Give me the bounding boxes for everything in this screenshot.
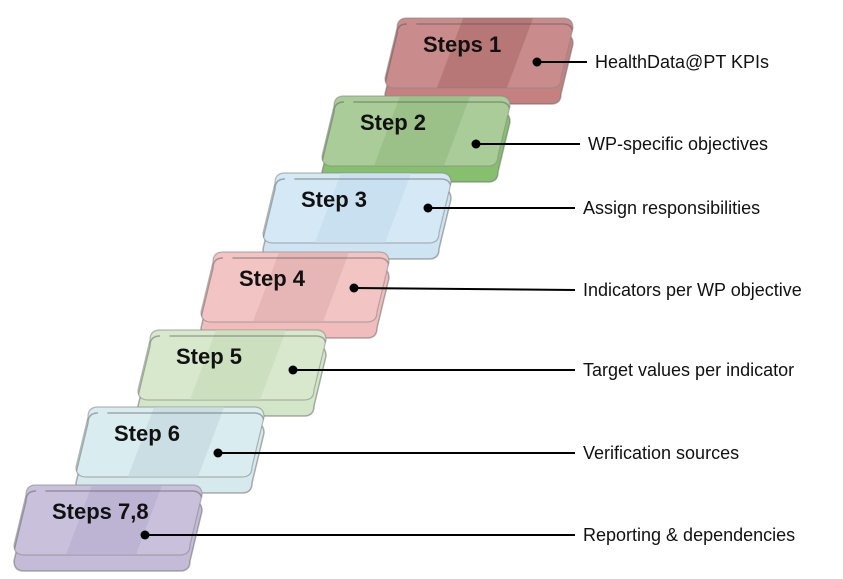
connector-dot-6 [213, 448, 223, 458]
connector-dot-3 [423, 203, 433, 213]
step-description-7: Reporting & dependencies [583, 525, 795, 545]
step-description-4: Indicators per WP objective [583, 280, 802, 300]
step-tile-5: Step 5 Target values per indicator [137, 329, 794, 417]
step-tile-2: Step 2 WP-specific objectives [321, 95, 768, 183]
connector-dot-5 [288, 365, 298, 375]
step-description-5: Target values per indicator [583, 360, 794, 380]
step-label-2: Step 2 [360, 110, 426, 135]
step-label-6: Step 6 [114, 421, 180, 446]
step-description-1: HealthData@PT KPIs [595, 52, 769, 72]
step-label-3: Step 3 [301, 187, 367, 212]
step-description-6: Verification sources [583, 443, 739, 463]
step-tile-6: Step 6 Verification sources [75, 406, 739, 494]
step-tile-1: Steps 1 HealthData@PT KPIs [384, 17, 769, 105]
step-label-4: Step 4 [239, 266, 306, 291]
step-label-1: Steps 1 [423, 32, 501, 57]
step-tile-3: Step 3 Assign responsibilities [262, 172, 760, 260]
step-label-5: Step 5 [176, 344, 242, 369]
connector-line-4 [353, 287, 576, 291]
step-description-2: WP-specific objectives [588, 134, 768, 154]
connector-dot-4 [349, 283, 359, 293]
step-label-7: Steps 7,8 [52, 499, 149, 524]
step-tile-4: Step 4 Indicators per WP objective [200, 251, 802, 339]
step-description-3: Assign responsibilities [583, 198, 760, 218]
connector-dot-7 [140, 530, 150, 540]
connector-dot-1 [532, 57, 542, 67]
connector-dot-2 [471, 139, 481, 149]
